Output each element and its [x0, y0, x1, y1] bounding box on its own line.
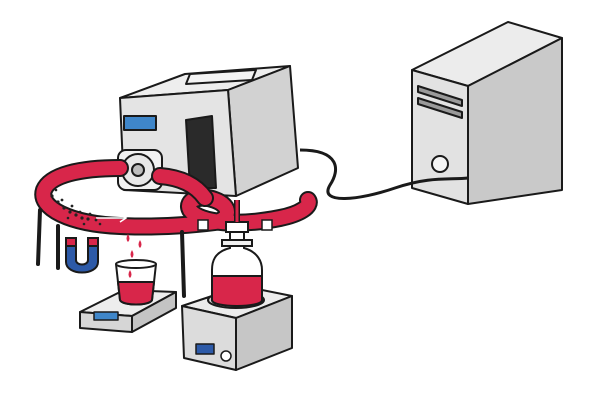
tube-support-stand — [36, 208, 186, 298]
tube-fittings — [197, 219, 273, 231]
tubing-loop — [34, 159, 318, 236]
fluid-drops — [126, 234, 142, 258]
stirrer-knob-icon — [220, 350, 232, 362]
pump-side-panel — [185, 115, 217, 189]
data-cable — [299, 148, 469, 200]
tube-fluid — [36, 161, 316, 234]
drive-bay-slots — [417, 85, 463, 119]
power-button-icon — [431, 155, 449, 173]
stirrer-display-screen — [195, 343, 215, 355]
magnet-icon — [65, 237, 99, 274]
collection-beaker — [115, 259, 157, 306]
computer-tower — [411, 21, 563, 205]
peristaltic-pump — [117, 65, 299, 197]
reservoir-bottle — [211, 221, 263, 307]
magnetic-stirrer — [181, 285, 293, 371]
pump-display-screen — [123, 115, 157, 131]
flow-arrow-icon — [76, 183, 128, 223]
magnetic-particles — [50, 188, 102, 226]
balance-display-screen — [93, 311, 119, 321]
